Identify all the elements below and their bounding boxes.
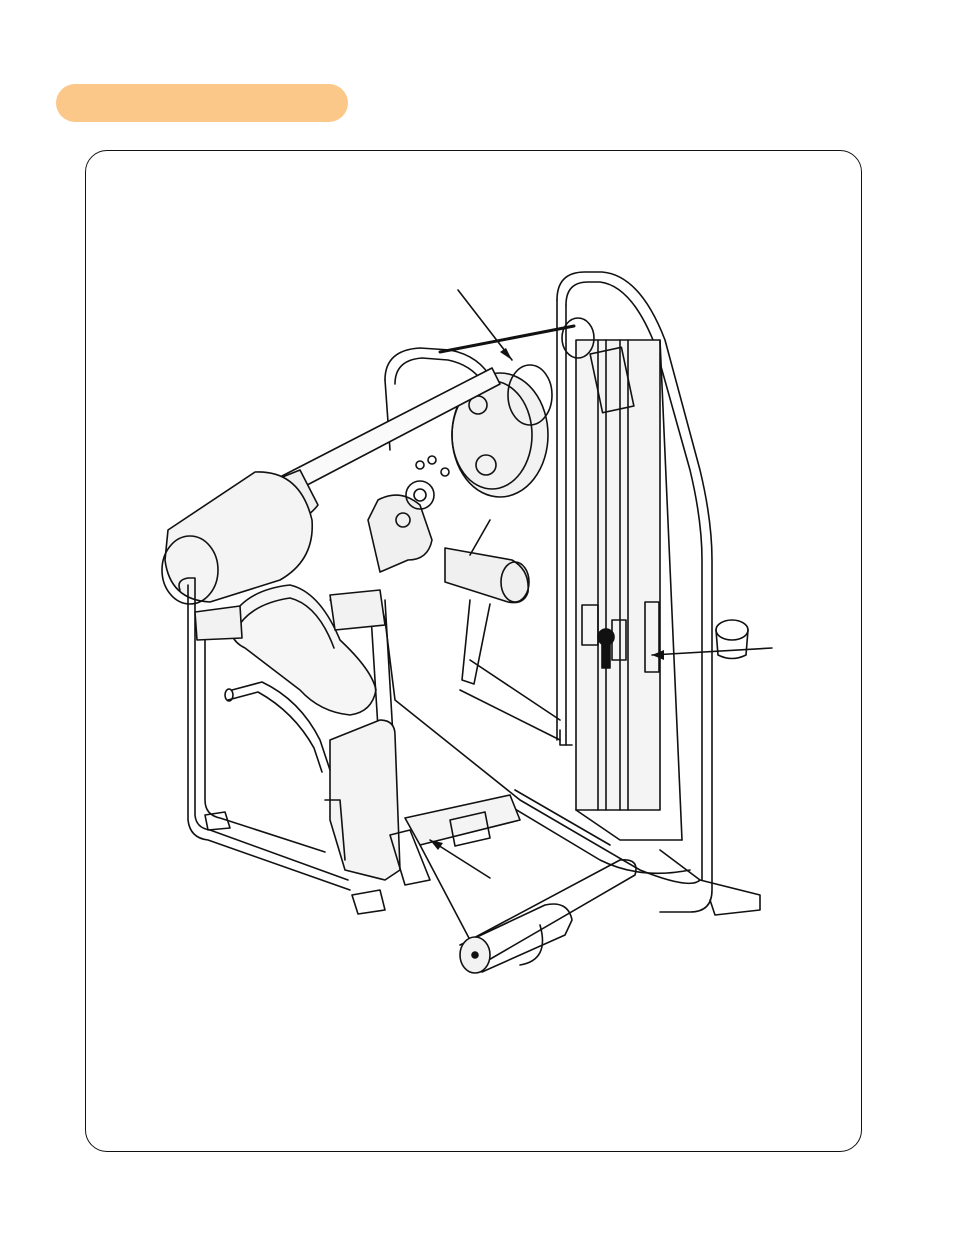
shin-roller-pad: [161, 471, 313, 605]
figure-frame: [85, 150, 862, 1152]
weight-stack-callout: [651, 647, 773, 656]
cable: [438, 324, 576, 354]
back-roller: [444, 519, 530, 685]
main-base-frame: [178, 577, 701, 915]
callout-arrows: [429, 289, 773, 879]
front-foot-roller: [389, 794, 637, 974]
weight-stack-tower: [556, 271, 761, 916]
section-header-pill: [56, 84, 348, 122]
pivot-crank: [367, 480, 435, 573]
pulley-callout: [457, 289, 513, 361]
